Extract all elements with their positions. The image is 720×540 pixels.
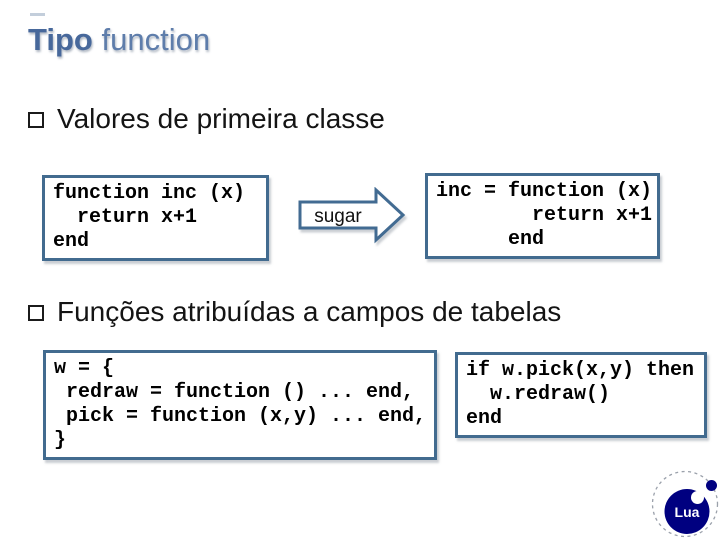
lua-logo-moon xyxy=(691,491,704,504)
lua-logo-wordmark: Lua xyxy=(675,504,700,520)
sugar-arrow: sugar xyxy=(298,187,406,244)
code-table-definition: w = { redraw = function () ... end, pick… xyxy=(54,357,427,452)
right-arrow-icon xyxy=(298,187,406,244)
template-dash xyxy=(30,13,45,16)
slide-title-emphasis: Tipo xyxy=(28,22,93,57)
bullet-label: Valores de primeira classe xyxy=(57,103,385,134)
lua-logo: Lua xyxy=(651,470,719,538)
lua-logo-satellite xyxy=(706,480,717,491)
code-table-usage: if w.pick(x,y) then w.redraw() end xyxy=(466,359,695,430)
square-bullet-icon xyxy=(28,112,44,128)
square-bullet-icon xyxy=(28,305,44,321)
code-function-declaration: function inc (x) return x+1 end xyxy=(53,182,246,253)
code-function-expression: inc = function (x) return x+1 end xyxy=(436,180,653,251)
code-box-table-usage: if w.pick(x,y) then w.redraw() end xyxy=(455,352,707,438)
bullet-label: Funções atribuídas a campos de tabelas xyxy=(57,296,562,327)
code-box-function-declaration: function inc (x) return x+1 end xyxy=(42,175,269,261)
sugar-arrow-label: sugar xyxy=(314,206,362,227)
code-box-table-definition: w = { redraw = function () ... end, pick… xyxy=(43,350,437,460)
lua-logo-orbit xyxy=(651,470,719,538)
code-box-function-expression: inc = function (x) return x+1 end xyxy=(425,173,660,259)
bullet-table-fields: Funções atribuídas a campos de tabelas xyxy=(28,295,561,329)
slide-title-rest: function xyxy=(101,22,211,57)
bullet-first-class-values: Valores de primeira classe xyxy=(28,102,385,136)
